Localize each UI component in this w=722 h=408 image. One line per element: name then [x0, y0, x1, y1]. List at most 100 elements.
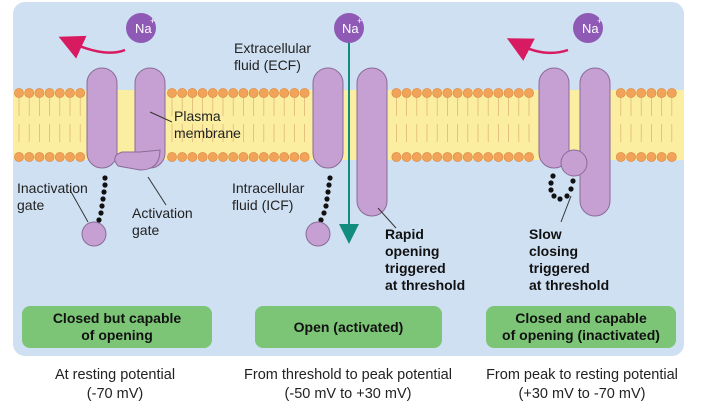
lipid-head [391, 152, 402, 162]
lipid-head [483, 88, 494, 98]
lipid-head [289, 88, 300, 98]
caption-threshold-to-peak: From threshold to peak potential (-50 mV… [244, 367, 452, 402]
lipid-head [218, 152, 228, 162]
lipid-head [626, 152, 636, 162]
lipid-head [258, 152, 269, 162]
status-box-inactivated: Closed and capable of opening (inactivat… [486, 306, 676, 348]
lipid-head [442, 88, 453, 98]
lipid-head [238, 152, 249, 162]
na-ion-1-charge: + [150, 16, 155, 26]
lipid-head [44, 152, 55, 162]
lipid-head [228, 152, 239, 162]
inactivation-ball [81, 221, 107, 247]
lipid-head [218, 88, 228, 98]
na-ion-2 [334, 13, 364, 43]
channel-subunit-right [356, 67, 388, 217]
lipid-head [269, 152, 279, 162]
lipid-head [177, 152, 188, 162]
lipid-head [228, 88, 239, 98]
na-ion-3-charge: + [597, 16, 602, 26]
lipid-head [197, 152, 208, 162]
lipid-head [401, 88, 412, 98]
inactivation-chain [318, 175, 333, 223]
label-slow-closing: Slow closing triggered at threshold [529, 226, 610, 293]
na-ion-2-label: Na [342, 21, 359, 36]
lipid-head [626, 88, 636, 98]
lipid-head [483, 152, 494, 162]
lipid-head [473, 152, 483, 162]
lipid-head [411, 152, 422, 162]
lipid-head [238, 88, 249, 98]
lipid-head [615, 88, 626, 98]
lipid-head [646, 152, 657, 162]
na-ion-3-label: Na [582, 21, 599, 36]
caption-resting-potential: At resting potential (-70 mV) [54, 367, 176, 402]
lipid-head [391, 88, 402, 98]
lipid-head [666, 152, 677, 162]
pointer-slow-closing [560, 195, 572, 223]
pointer-rapid-opening [377, 207, 397, 229]
lipid-head [167, 152, 177, 162]
pointer-inactivation [69, 189, 89, 223]
channel-closed-resting: Na + [58, 13, 173, 247]
label-plasma-membrane: Plasma membrane [174, 108, 241, 141]
lipid-head [299, 88, 310, 98]
lipid-head [442, 152, 453, 162]
lipid-head [503, 152, 514, 162]
lipid-head [75, 152, 86, 162]
lipid-head [279, 88, 290, 98]
lipid-head [44, 88, 55, 98]
lipid-head [34, 88, 45, 98]
lipid-head [473, 88, 483, 98]
pointer-plasma-membrane [149, 111, 173, 123]
lipid-head [411, 88, 422, 98]
channel-subunit-right [579, 67, 611, 217]
status-box-closed: Closed but capable of opening [22, 306, 212, 348]
na-ion-2-charge: + [357, 16, 362, 26]
lipid-head [452, 152, 463, 162]
label-activation-gate: Activation gate [132, 205, 193, 238]
lipid-head [636, 88, 647, 98]
lipid-head [54, 152, 65, 162]
lipid-head [14, 152, 24, 162]
na-ion-1-label: Na [135, 21, 152, 36]
lipid-head [493, 88, 504, 98]
channel-subunit-left [538, 67, 570, 169]
lipid-heads [14, 88, 677, 162]
lipid-head [54, 88, 65, 98]
channel-subunit-left [86, 67, 118, 169]
lipid-head [14, 88, 24, 98]
na-blocked-arrow [506, 38, 569, 61]
inactivation-ball [305, 221, 331, 247]
pointer-activation [147, 176, 167, 206]
lipid-head [462, 152, 473, 162]
lipid-head [289, 152, 300, 162]
lipid-head [432, 152, 443, 162]
lipid-head [524, 152, 534, 162]
label-intracellular-fluid: Intracellular fluid (ICF) [232, 180, 305, 213]
lipid-head [636, 152, 647, 162]
lipid-head [524, 88, 534, 98]
lipid-head [177, 88, 188, 98]
lipid-head [258, 88, 269, 98]
lipid-head [513, 88, 524, 98]
lipid-head [34, 152, 45, 162]
inactivation-chain [96, 175, 108, 223]
lipid-head [432, 88, 443, 98]
lipid-head [65, 152, 75, 162]
caption-peak-to-resting: From peak to resting potential (+30 mV t… [486, 367, 678, 402]
na-ion-1 [126, 13, 156, 43]
lipid-head [24, 152, 35, 162]
lipid-head [197, 88, 208, 98]
lipid-head [299, 152, 310, 162]
lipid-head [401, 152, 412, 162]
lipid-head [65, 88, 75, 98]
label-extracellular-fluid: Extracellular fluid (ECF) [234, 40, 312, 73]
na-exit-arrow [58, 35, 126, 59]
lipid-head [75, 88, 86, 98]
channel-open-activated: Na + [305, 13, 397, 247]
lipid-head [656, 88, 667, 98]
lipid-head [187, 152, 198, 162]
label-inactivation-gate: Inactivation gate [17, 180, 88, 213]
